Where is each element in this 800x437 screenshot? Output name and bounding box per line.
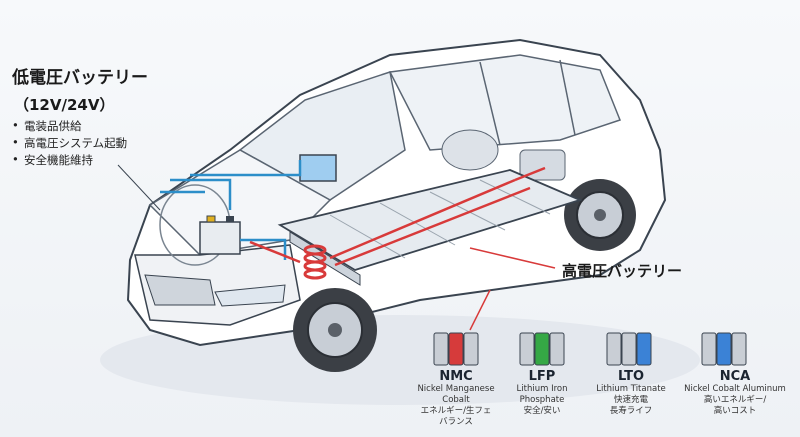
lv-bullet-3: 安全機能維持 [12, 152, 93, 168]
chem-nca-line-1: Nickel Cobalt Aluminum [684, 384, 786, 394]
chem-nmc-line-3: エネルギー/生フェ [420, 406, 492, 416]
low-voltage-voltage: （12V/24V） [14, 96, 115, 114]
chem-nca: NCA Nickel Cobalt Aluminum 高いエネルギー/ 高いコス… [676, 369, 794, 417]
nca-cell-icon [701, 332, 747, 366]
chem-lto-name: LTO [617, 369, 645, 384]
chem-lfp-line-3: 安全/安い [523, 406, 561, 416]
chem-nca-name: NCA [719, 369, 751, 384]
chem-lfp: LFP Lithium Iron Phosphate 安全/安い [500, 369, 584, 417]
chem-lfp-line-1: Lithium Iron [516, 384, 568, 394]
high-voltage-title: 高電圧バッテリー [562, 262, 683, 280]
chem-lto-line-3: 長寿ライフ [609, 406, 653, 416]
chem-nmc-line-1: Nickel Manganese [417, 384, 495, 394]
chem-nmc-name: NMC [439, 369, 473, 384]
chem-nmc-line-4: バランス [439, 417, 473, 427]
hv-junction-coil [303, 244, 327, 280]
chem-nca-line-3: 高いコスト [713, 406, 757, 416]
lto-cell-icon [606, 332, 652, 366]
chem-lfp-name: LFP [528, 369, 556, 384]
nmc-cell-icon [433, 332, 479, 366]
chem-nmc: NMC Nickel Manganese Cobalt エネルギー/生フェ バラ… [408, 369, 504, 428]
chem-nca-line-2: 高いエネルギー/ [703, 395, 767, 405]
chem-lto-line-2: 快速充電 [613, 395, 648, 405]
lfp-cell-icon [519, 332, 565, 366]
chem-nmc-line-2: Cobalt [442, 395, 470, 405]
lv-bullet-2: 高電圧システム起動 [12, 135, 127, 151]
chem-lfp-line-2: Phosphate [519, 395, 565, 405]
chem-lto-line-1: Lithium Titanate [596, 384, 666, 394]
low-voltage-title: 低電圧バッテリー [12, 68, 148, 88]
lv-bullet-1: 電装品供給 [12, 118, 81, 134]
chem-lto: LTO Lithium Titanate 快速充電 長寿ライフ [586, 369, 676, 417]
